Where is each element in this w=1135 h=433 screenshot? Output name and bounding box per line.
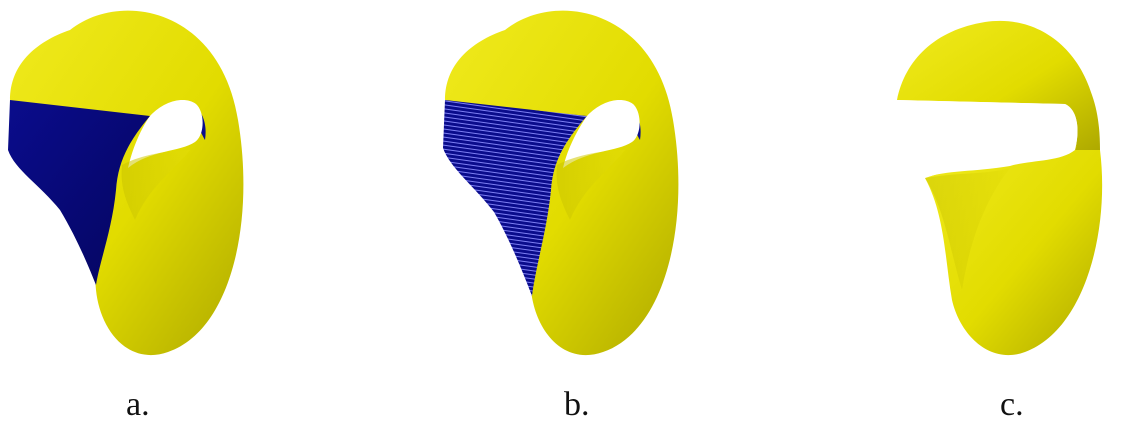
panel-a-hole — [128, 100, 203, 168]
panel-label-c: c. — [1000, 386, 1024, 423]
panel-b-surface — [443, 10, 679, 356]
panel-c-surface — [897, 20, 1103, 356]
panel-b-striped-fill — [443, 100, 587, 296]
panel-a-surface — [8, 10, 244, 356]
panel-c-gap — [897, 100, 1078, 178]
panel-b-fold-shade — [556, 150, 625, 220]
panel-label-b: b. — [564, 386, 590, 423]
panel-c-yellow-upper — [897, 20, 1100, 150]
panel-a-fold-shade — [121, 150, 190, 220]
panel-c-fold-shade — [925, 168, 1010, 290]
panel-label-a: a. — [126, 386, 150, 423]
panel-a-blue-fill — [8, 100, 150, 285]
panel-b-hole — [563, 100, 640, 168]
